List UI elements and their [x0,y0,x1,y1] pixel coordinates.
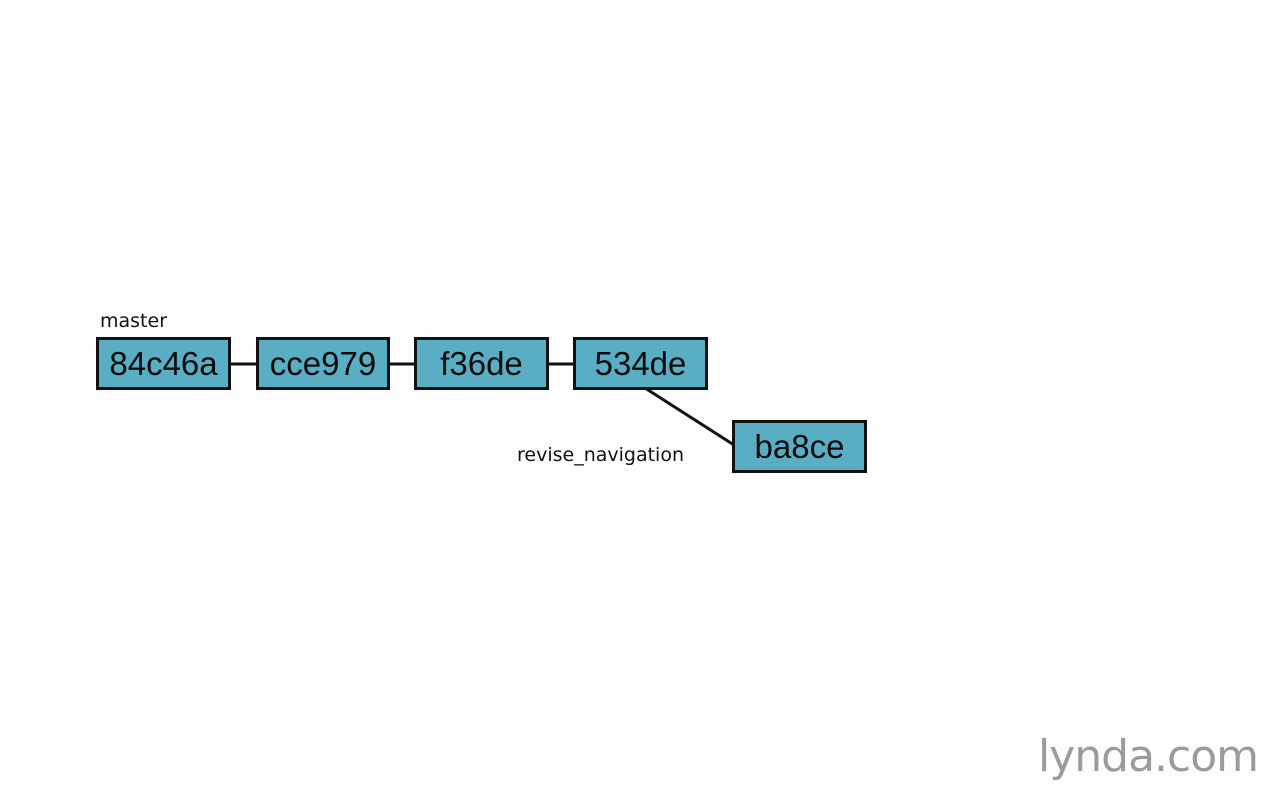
commit-node: cce979 [256,337,390,390]
lynda-watermark-logo: lynda.com [1037,731,1259,782]
commit-node: ba8ce [732,420,867,473]
commit-node: 534de [573,337,708,390]
branch-label-master: master [100,310,168,332]
edge-534de-ba8ce [644,386,735,447]
commit-node: f36de [414,337,549,390]
branch-label-revise-navigation: revise_navigation [517,444,685,466]
commit-node: 84c46a [96,337,231,390]
